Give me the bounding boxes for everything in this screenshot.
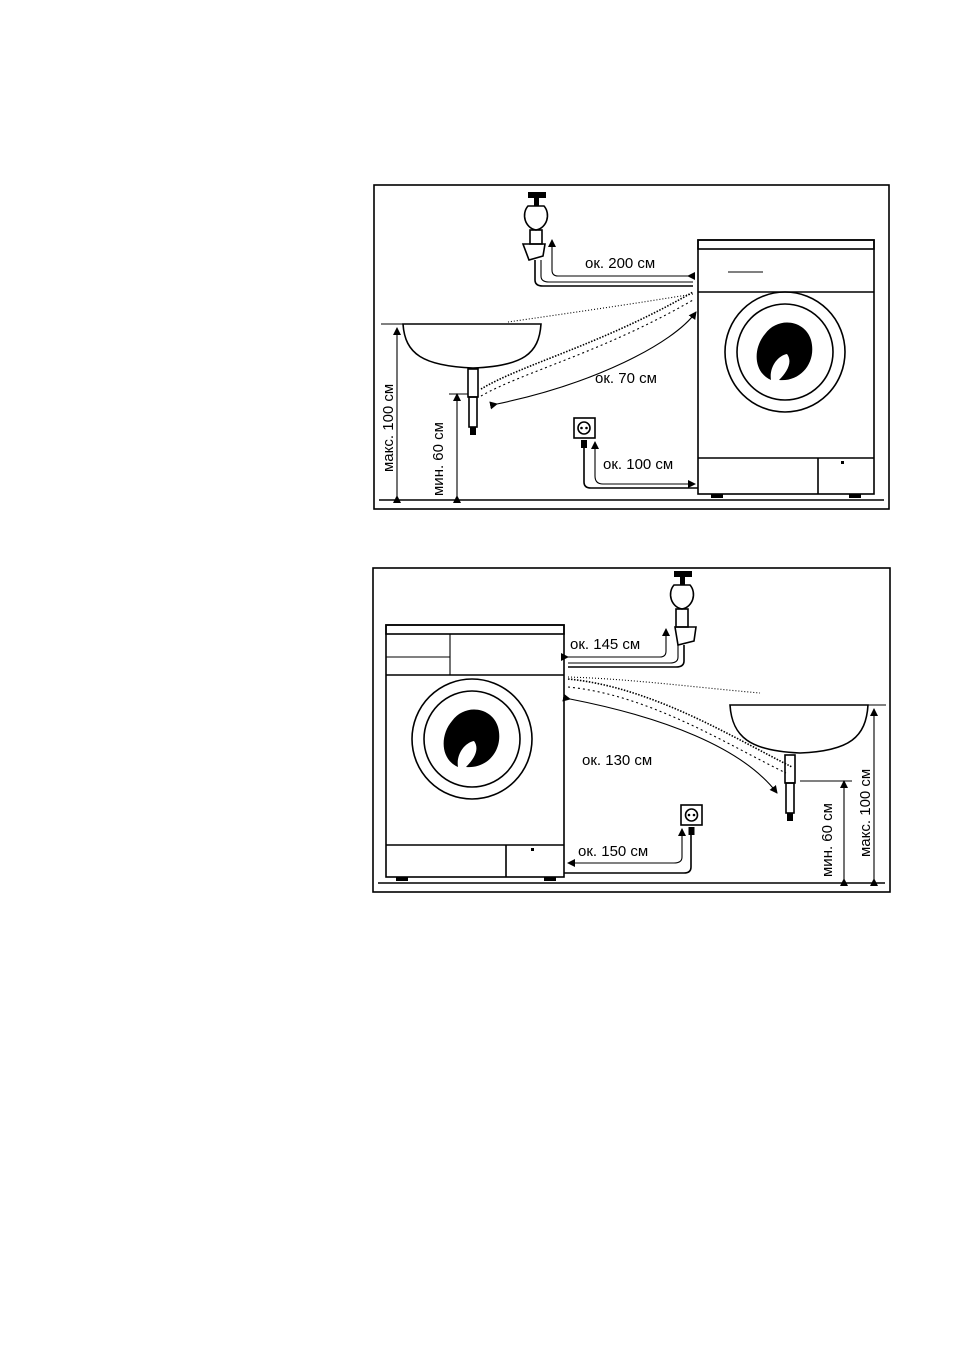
washing-machine-icon (386, 625, 564, 881)
drain-distance-label: ок. 70 см (595, 370, 657, 387)
washing-machine-icon (698, 240, 874, 498)
sink-icon (381, 324, 541, 435)
drain-distance-arrow (570, 699, 777, 793)
socket-distance-label: ок. 100 см (603, 456, 673, 473)
min-height-label: мин. 60 см (430, 422, 447, 496)
tap-distance-label: ок. 200 см (585, 255, 655, 272)
water-tap-icon (671, 571, 696, 645)
drain-distance-arrow (497, 312, 696, 404)
power-socket-icon (574, 418, 595, 448)
socket-distance-arrow (595, 476, 695, 484)
drain-hose (481, 292, 693, 389)
min-height-label: мин. 60 см (819, 803, 836, 877)
tap-distance-label: ок. 145 см (570, 636, 640, 653)
installation-diagram-2-svg: ок. 145 см ок. 130 см ок. 150 см макс. 1… (372, 567, 891, 893)
drain-distance-label: ок. 130 см (582, 752, 652, 769)
installation-diagram-2: ок. 145 см ок. 130 см ок. 150 см макс. 1… (372, 567, 891, 893)
max-height-label: макс. 100 см (857, 769, 874, 857)
power-socket-icon (681, 805, 702, 835)
max-height-label: макс. 100 см (380, 384, 397, 472)
installation-diagram-1-svg: ок. 200 см ок. 70 см ок. 100 см макс. 10… (373, 184, 890, 510)
water-tap-icon (523, 192, 547, 260)
socket-distance-label: ок. 150 см (578, 843, 648, 860)
installation-diagram-1: ок. 200 см ок. 70 см ок. 100 см макс. 10… (373, 184, 890, 510)
